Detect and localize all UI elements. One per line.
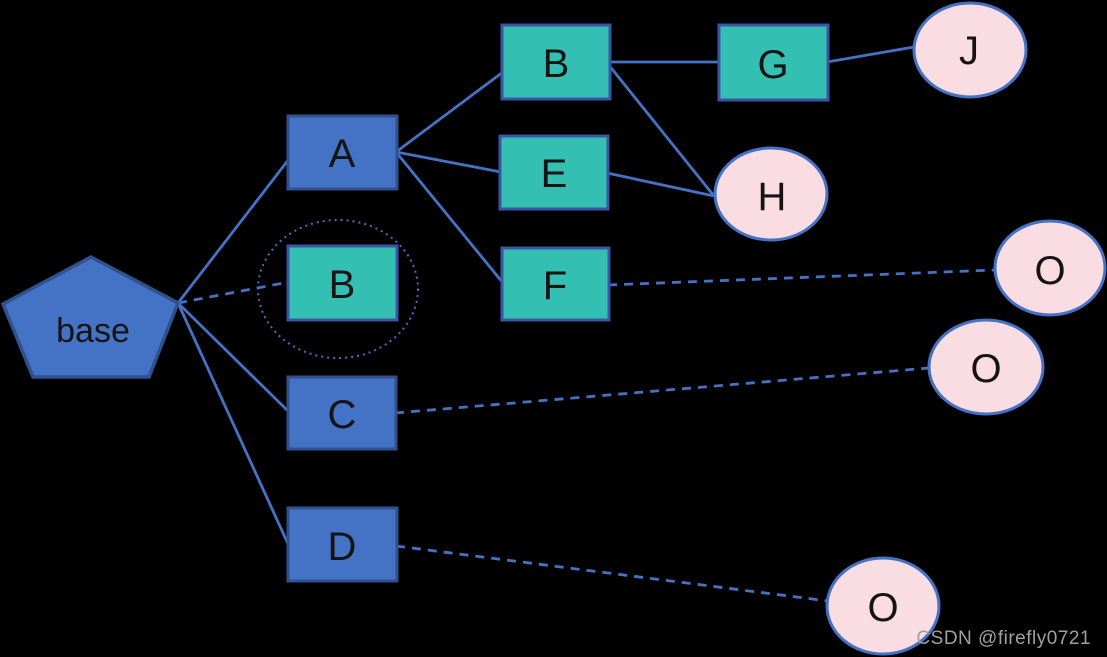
node-F-label: F [543,264,567,308]
node-C-shape [286,375,398,451]
node-O-middle-label: O [970,347,1001,391]
edge-A-F [394,151,505,284]
node-base-shape [0,255,181,379]
edge-B-top-H [606,63,716,197]
node-C-label: C [328,393,357,437]
node-base-label: base [56,312,130,350]
edge-G-J [826,45,915,64]
node-B-circled-label: B [329,263,356,307]
node-O-middle-shape [927,318,1045,416]
edge-base-A [176,158,291,304]
node-O-top-shape [993,219,1107,317]
node-E-label: E [541,152,568,196]
node-F-shape [500,246,611,322]
node-D-label: D [328,525,357,569]
csdn-watermark: CSDN @firefly0721 [916,628,1091,649]
edge-A-B-top [395,70,504,154]
edges-layer [176,45,996,603]
edge-D-O-bottom [395,544,829,603]
node-H-shape [713,146,829,242]
node-B-circled-shape [286,244,399,322]
node-G-label: G [757,43,788,87]
node-H-label: H [758,175,787,219]
edge-F-O-top [607,268,996,287]
node-G-shape [717,23,830,102]
edge-base-C [177,302,290,413]
dotted-ring [257,219,419,359]
node-O-bottom-label: O [867,586,898,630]
node-A-label: A [329,132,356,176]
edge-base-D [176,302,291,547]
node-J-shape [912,1,1028,99]
node-E-shape [498,134,610,211]
edge-A-E [395,150,502,174]
node-D-shape [286,506,399,583]
node-O-top-label: O [1034,249,1065,293]
edge-E-H [606,171,715,198]
edge-C-O-middle [394,366,930,415]
node-A-shape [286,114,399,191]
node-J-label: J [959,29,979,73]
node-B-top-shape [500,23,612,101]
node-B-top-label: B [543,42,570,86]
edge-base-B-circled [177,280,290,305]
node-O-bottom-shape [825,556,941,656]
